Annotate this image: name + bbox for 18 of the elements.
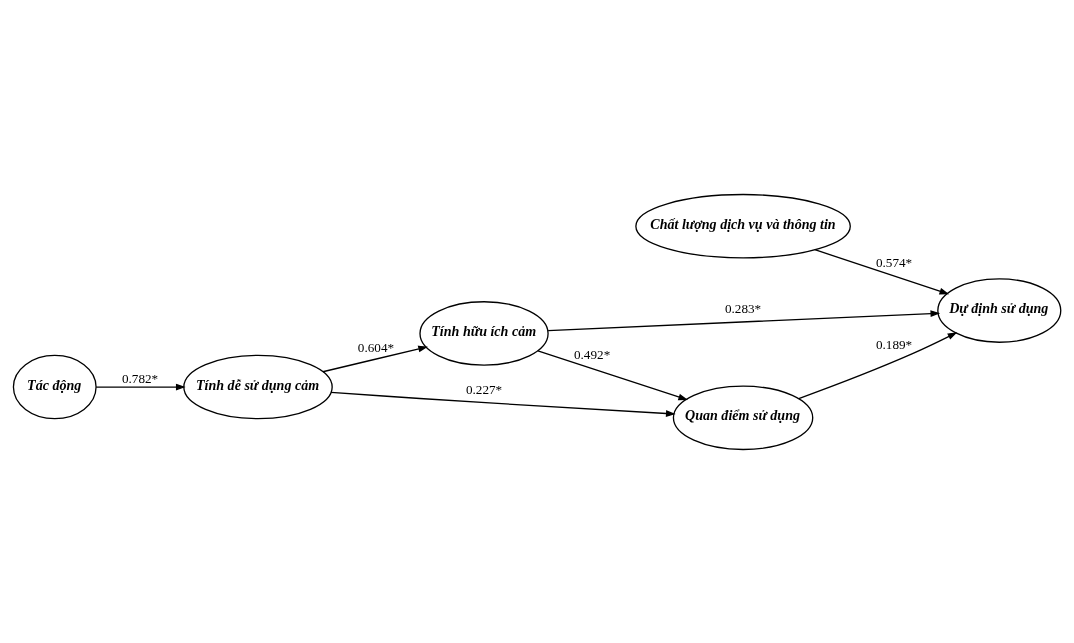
node-ellipse: Tính dễ sử dụng cảm — [183, 354, 333, 419]
arrow — [95, 383, 186, 390]
arrow — [547, 309, 941, 331]
arrow — [537, 349, 689, 400]
edge-label: 0.604* — [357, 339, 395, 355]
edge-label: 0.574* — [875, 254, 913, 270]
node-ellipse: Chất lượng dịch vụ và thông tin — [635, 193, 851, 258]
edge-label: 0.189* — [875, 336, 913, 352]
edge-label: 0.492* — [574, 346, 611, 362]
node-ellipse: Tác động — [12, 354, 97, 419]
arrow — [330, 391, 676, 417]
arrow — [814, 248, 950, 294]
arrow — [798, 331, 958, 399]
edge-label: 0.782* — [121, 370, 159, 386]
node-ellipse: Quan điểm sử dụng — [672, 385, 814, 450]
edge-label: 0.227* — [465, 381, 503, 397]
arrow — [322, 345, 428, 372]
edge-label: 0.283* — [724, 300, 762, 316]
